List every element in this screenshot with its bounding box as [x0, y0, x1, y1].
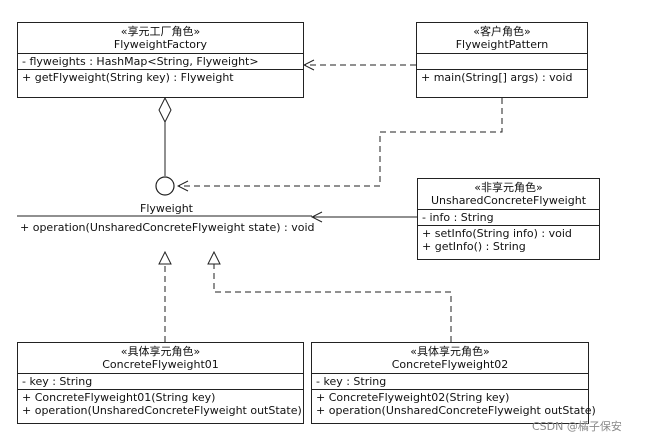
- class-header: «客户角色» FlyweightPattern: [417, 23, 587, 53]
- attributes-section: - key : String: [18, 373, 303, 389]
- operation: + ConcreteFlyweight01(String key): [22, 391, 216, 404]
- attributes-section: - key : String: [312, 373, 588, 389]
- flyweight-interface-name: Flyweight: [140, 202, 193, 215]
- attribute: - info : String: [422, 211, 494, 224]
- operation: + main(String[] args) : void: [421, 71, 573, 84]
- stereotype-label: «具体享元角色»: [120, 345, 201, 358]
- class-flyweight-pattern: «客户角色» FlyweightPattern + main(String[] …: [416, 22, 588, 98]
- operations-section: + main(String[] args) : void: [417, 69, 587, 85]
- class-name: ConcreteFlyweight01: [102, 358, 219, 371]
- client-flyweight-dependency: [178, 98, 503, 186]
- attribute: - flyweights : HashMap<String, Flyweight…: [22, 55, 259, 68]
- attributes-section: - flyweights : HashMap<String, Flyweight…: [18, 53, 303, 69]
- class-name: FlyweightPattern: [455, 38, 549, 51]
- stereotype-label: «客户角色»: [473, 25, 531, 38]
- stereotype-label: «非享元角色»: [474, 181, 543, 194]
- flyweight-interface-operation: + operation(UnsharedConcreteFlyweight st…: [20, 221, 315, 234]
- stereotype-label: «享元工厂角色»: [120, 25, 201, 38]
- attributes-section: [417, 53, 587, 69]
- class-header: «具体享元角色» ConcreteFlyweight02: [312, 343, 588, 373]
- class-concrete-flyweight-01: «具体享元角色» ConcreteFlyweight01 - key : Str…: [17, 342, 304, 424]
- class-name: UnsharedConcreteFlyweight: [430, 194, 587, 207]
- operations-section: + ConcreteFlyweight01(String key) + oper…: [18, 389, 303, 418]
- realization-line-concrete2: [213, 264, 452, 342]
- operation: + getFlyweight(String key) : Flyweight: [22, 71, 234, 84]
- attribute: - key : String: [316, 375, 387, 388]
- operations-section: + setInfo(String info) : void + getInfo(…: [418, 225, 599, 254]
- class-unshared-concrete-flyweight: «非享元角色» UnsharedConcreteFlyweight - info…: [417, 178, 600, 260]
- operation: + ConcreteFlyweight02(String key): [316, 391, 510, 404]
- interface-circle: [155, 176, 175, 196]
- attribute: - key : String: [22, 375, 93, 388]
- class-name: FlyweightFactory: [113, 38, 208, 51]
- operation: + setInfo(String info) : void: [422, 227, 572, 240]
- class-header: «非享元角色» UnsharedConcreteFlyweight: [418, 179, 599, 209]
- watermark: CSDN @橘子保安: [532, 420, 622, 433]
- operation: + operation(UnsharedConcreteFlyweight ou…: [316, 404, 596, 417]
- class-concrete-flyweight-02: «具体享元角色» ConcreteFlyweight02 - key : Str…: [311, 342, 596, 424]
- class-header: «具体享元角色» ConcreteFlyweight01: [18, 343, 303, 373]
- operation: + getInfo() : String: [422, 240, 526, 253]
- stereotype-label: «具体享元角色»: [410, 345, 490, 358]
- class-name: ConcreteFlyweight02: [391, 358, 509, 371]
- class-flyweight-factory: «享元工厂角色» FlyweightFactory - flyweights :…: [17, 22, 304, 98]
- aggregation-diamond: [158, 96, 172, 124]
- operation: + operation(UnsharedConcreteFlyweight ou…: [22, 404, 302, 417]
- operations-section: + ConcreteFlyweight02(String key) + oper…: [312, 389, 596, 418]
- operations-section: + getFlyweight(String key) : Flyweight: [18, 69, 303, 85]
- realization-arrowhead-2: [207, 250, 221, 265]
- attributes-section: - info : String: [418, 209, 599, 225]
- realization-arrowhead-1: [158, 250, 172, 265]
- class-header: «享元工厂角色» FlyweightFactory: [18, 23, 303, 53]
